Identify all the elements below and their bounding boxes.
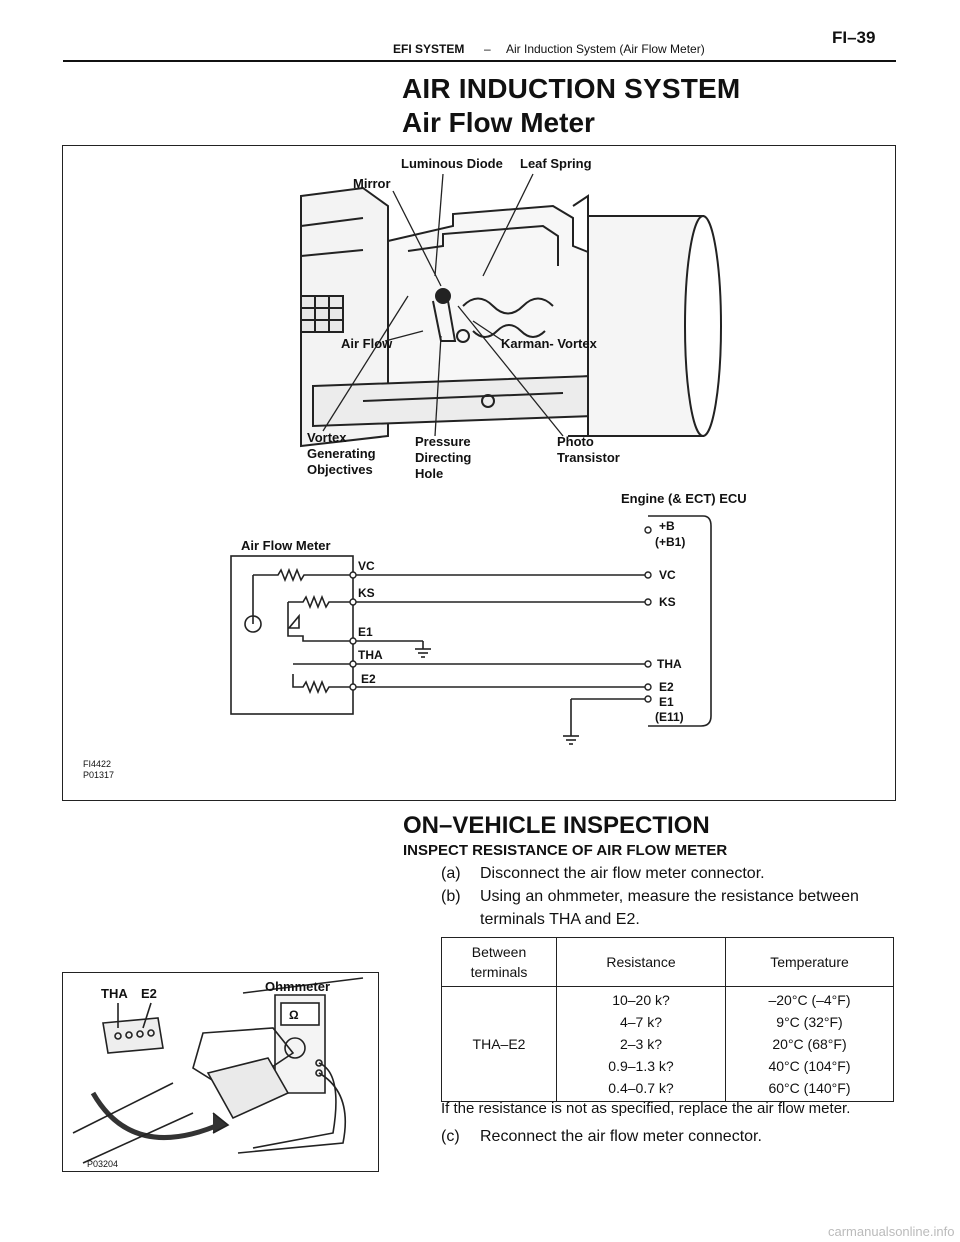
meter-cutaway-drawing: [300, 186, 722, 448]
air-flow-meter-diagram: Luminous Diode Leaf Spring Mirror Air Fl…: [83, 156, 747, 780]
connector-drawing: [102, 1017, 164, 1054]
label-transistor: Transistor: [557, 450, 620, 465]
temperature-value: 40°C (104°F): [768, 1058, 851, 1074]
resistance-value: 10–20 k?: [612, 992, 670, 1008]
figure-code-2: P01317: [83, 770, 114, 780]
label-ohmmeter: Ohmmeter: [265, 979, 330, 994]
step-b-text: Using an ohmmeter, measure the resistanc…: [480, 888, 859, 905]
cell-temperature-list: –20°C (–4°F) 9°C (32°F) 20°C (68°F) 40°C…: [725, 986, 894, 1102]
temperature-value: –20°C (–4°F): [768, 992, 851, 1008]
meter-pin-tha: THA: [358, 648, 383, 662]
header-resistance: Resistance: [556, 937, 726, 987]
watermark: carmanualsonline.info: [828, 1224, 955, 1239]
label-karman-vortex: Karman- Vortex: [501, 336, 598, 351]
ecu-pin-vc: VC: [659, 568, 676, 582]
temperature-value: 9°C (32°F): [776, 1014, 843, 1030]
label-tha: THA: [101, 986, 128, 1001]
cell-resistance-list: 10–20 k? 4–7 k? 2–3 k? 0.9–1.3 k? 0.4–0.…: [556, 986, 726, 1102]
step-b: (b) Using an ohmmeter, measure the resis…: [441, 888, 901, 932]
label-leaf-spring: Leaf Spring: [520, 156, 592, 171]
label-luminous-diode: Luminous Diode: [401, 156, 503, 171]
label-vortex: Vortex: [307, 430, 347, 445]
resistance-value: 0.4–0.7 k?: [608, 1080, 674, 1096]
ohm-symbol: Ω: [289, 1008, 299, 1022]
section-heading: ON–VEHICLE INSPECTION: [403, 812, 710, 839]
ecu-pin-b: +B: [659, 519, 675, 533]
header-between-text: Between terminals: [470, 944, 528, 980]
ecu-pin-e11: (E11): [655, 710, 684, 724]
label-directing: Directing: [415, 450, 471, 465]
label-air-flow: Air Flow: [341, 336, 393, 351]
page-subtitle: Air Flow Meter: [402, 107, 595, 138]
ecu-pin-e1: E1: [659, 695, 674, 709]
label-mirror: Mirror: [353, 176, 391, 191]
header-subsection: Air Induction System (Air Flow Meter): [506, 42, 705, 56]
label-objectives: Objectives: [307, 462, 373, 477]
meter-pin-e1: E1: [358, 625, 373, 639]
ohmmeter-figure: THA E2 Ohmmeter Ω P03204: [62, 972, 379, 1172]
ecu-pin-ks: KS: [659, 595, 676, 609]
label-e2: E2: [141, 986, 157, 1001]
wiring-schematic: [230, 515, 712, 745]
replace-note: If the resistance is not as specified, r…: [441, 1100, 851, 1117]
header-section: EFI SYSTEM: [393, 42, 465, 56]
step-a-label: (a): [441, 865, 461, 882]
step-c-text: Reconnect the air flow meter connector.: [480, 1128, 762, 1145]
ecu-pin-e2: E2: [659, 680, 674, 694]
header-rule: [63, 60, 896, 62]
meter-pin-ks: KS: [358, 586, 375, 600]
ohmmeter-diagram: THA E2 Ohmmeter Ω P03204: [72, 977, 364, 1169]
meter-pin-vc: VC: [358, 559, 375, 573]
meter-pin-e2: E2: [361, 672, 376, 686]
air-flow-meter-figure: Luminous Diode Leaf Spring Mirror Air Fl…: [62, 145, 896, 801]
table-row: THA–E2 10–20 k? 4–7 k? 2–3 k? 0.9–1.3 k?…: [441, 986, 894, 1102]
step-a-text: Disconnect the air flow meter connector.: [480, 865, 765, 882]
resistance-value: 0.9–1.3 k?: [608, 1058, 674, 1074]
header-dash: –: [484, 42, 491, 56]
leader-lines: [322, 173, 564, 437]
step-b-label: (b): [441, 888, 461, 905]
label-ecu-title: Engine (& ECT) ECU: [621, 491, 747, 506]
label-pressure: Pressure: [415, 434, 471, 449]
figure-code-1: FI4422: [83, 759, 111, 769]
label-photo: Photo: [557, 434, 594, 449]
resistance-value: 2–3 k?: [619, 1036, 663, 1052]
resistance-table: Between terminals Resistance Temperature…: [441, 937, 894, 1102]
sub-heading: INSPECT RESISTANCE OF AIR FLOW METER: [403, 842, 728, 859]
label-meter-title: Air Flow Meter: [241, 538, 331, 553]
resistance-value: 4–7 k?: [619, 1014, 663, 1030]
page-number: FI–39: [832, 28, 876, 47]
temperature-value: 60°C (140°F): [768, 1080, 851, 1096]
label-hole: Hole: [415, 466, 443, 481]
step-b-text-2: terminals THA and E2.: [480, 911, 640, 928]
figure-code: P03204: [87, 1159, 118, 1169]
ecu-pin-b1: (+B1): [655, 535, 685, 549]
header-between: Between terminals: [441, 937, 557, 987]
header-temperature: Temperature: [725, 937, 894, 987]
page-title: AIR INDUCTION SYSTEM: [402, 73, 741, 104]
step-c: (c) Reconnect the air flow meter connect…: [441, 1128, 901, 1150]
cell-terminals: THA–E2: [441, 986, 557, 1102]
step-a: (a) Disconnect the air flow meter connec…: [441, 865, 901, 887]
step-c-label: (c): [441, 1128, 460, 1145]
label-generating: Generating: [307, 446, 376, 461]
ecu-pin-tha: THA: [657, 657, 682, 671]
temperature-value: 20°C (68°F): [772, 1036, 847, 1052]
